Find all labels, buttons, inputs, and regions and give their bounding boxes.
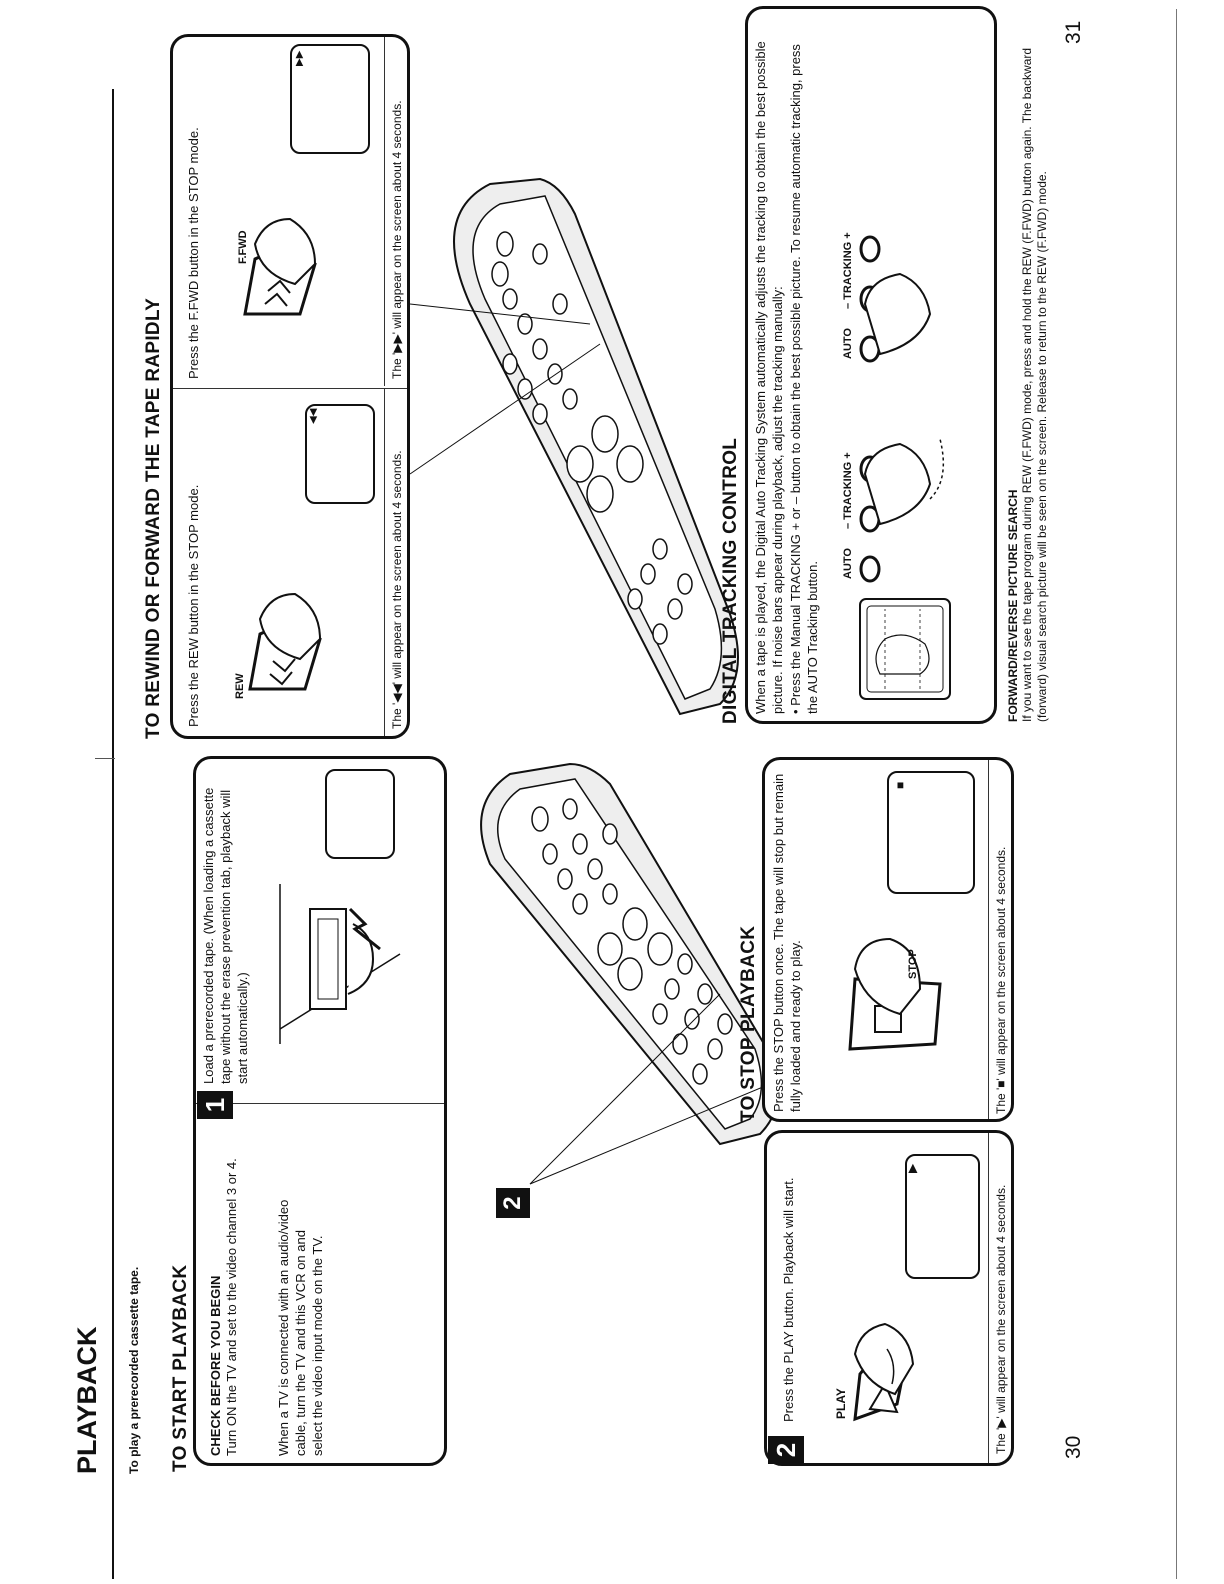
rew-symbol: ◀◀ bbox=[308, 408, 319, 424]
rewind-leader-lines bbox=[409, 303, 601, 475]
step-1-badge: 1 bbox=[197, 1091, 233, 1119]
stop-button-hand-illustration bbox=[848, 937, 942, 1051]
play-symbol: ▶ bbox=[905, 1163, 919, 1173]
page-title: PLAYBACK bbox=[72, 1326, 102, 1474]
step-2-rule bbox=[988, 1133, 989, 1463]
page-number-right: 31 bbox=[1062, 20, 1085, 44]
rew-button-hand-illustration bbox=[248, 592, 322, 691]
page-top-rule bbox=[112, 89, 114, 1579]
rew-rule bbox=[384, 389, 385, 736]
stop-heading: TO STOP PLAYBACK bbox=[738, 925, 759, 1122]
page-number-left: 30 bbox=[1062, 1435, 1085, 1459]
tv-screen-stop bbox=[887, 771, 975, 894]
auto-tracking-buttons-illustration bbox=[859, 235, 932, 363]
rewind-forward-heading: TO REWIND OR FORWARD THE TAPE RAPIDLY bbox=[143, 297, 164, 739]
play-button-hand-illustration bbox=[853, 1322, 915, 1422]
check-title: CHECK BEFORE YOU BEGIN bbox=[208, 1275, 223, 1456]
tracking-heading: DIGITAL TRACKING CONTROL bbox=[720, 437, 741, 724]
intro-text: To play a prerecorded cassette tape. bbox=[127, 1266, 141, 1474]
step-2-text: Press the PLAY button. Playback will sta… bbox=[781, 1177, 796, 1422]
tracking-tv-illustration bbox=[859, 598, 951, 700]
bottom-rule bbox=[1176, 9, 1177, 1579]
start-heading: TO START PLAYBACK bbox=[170, 1264, 191, 1472]
rewind-box-divider bbox=[173, 388, 407, 389]
av-connection-text: When a TV is connected with an audio/vid… bbox=[276, 1199, 325, 1456]
search-text: If you want to see the tape program duri… bbox=[1020, 47, 1049, 722]
start-box-divider bbox=[196, 1103, 444, 1104]
tv-screen-step1 bbox=[325, 769, 395, 859]
remote-control-right bbox=[453, 177, 739, 716]
stop-symbol: ■ bbox=[893, 781, 907, 789]
cassette-insert-illustration bbox=[279, 884, 401, 1044]
step-2-badge: 2 bbox=[768, 1436, 804, 1464]
manual-tracking-buttons-illustration bbox=[859, 438, 945, 583]
stop-button-label: STOP bbox=[907, 949, 919, 979]
stop-rule bbox=[988, 760, 989, 1119]
ffwd-button-hand-illustration bbox=[243, 217, 317, 316]
spread-divider bbox=[95, 758, 115, 759]
stop-text: Press the STOP button once. The tape wil… bbox=[771, 773, 803, 1112]
ffwd-text: Press the F.FWD button in the STOP mode. bbox=[186, 127, 201, 379]
rew-text: Press the REW button in the STOP mode. bbox=[186, 484, 201, 727]
step-1-text: Load a prerecorded tape. (When loading a… bbox=[201, 787, 250, 1084]
ffwd-symbol: ▶▶ bbox=[294, 50, 305, 66]
tracking-text: When a tape is played, the Digital Auto … bbox=[753, 41, 785, 714]
step-2-note: The '▶' will appear on the screen about … bbox=[994, 1184, 1008, 1454]
check-text: Turn ON the TV and set to the video chan… bbox=[224, 1158, 239, 1456]
ffwd-rule bbox=[384, 37, 385, 386]
stop-note: The '■' will appear on the screen about … bbox=[994, 846, 1008, 1114]
callout-leader-lines bbox=[529, 993, 771, 1185]
tracking-bullet: • Press the Manual TRACKING + or – butto… bbox=[788, 44, 820, 714]
